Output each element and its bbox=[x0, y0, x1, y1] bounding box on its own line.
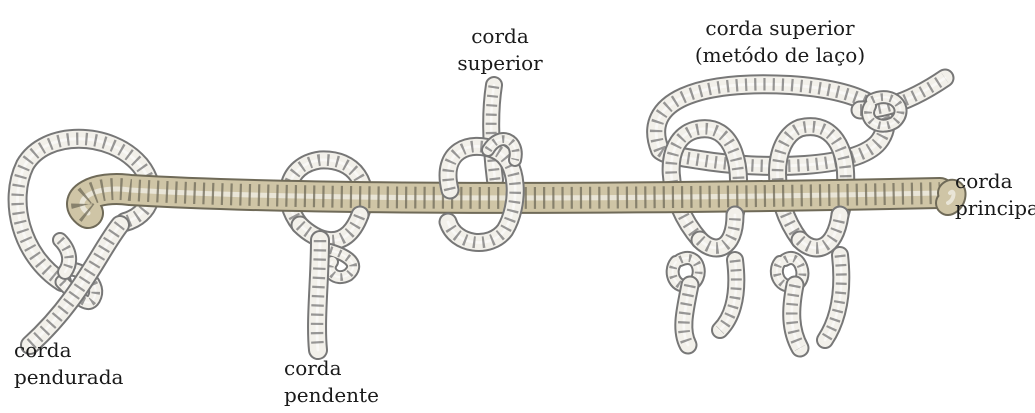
label-upper-rope-loop-method: corda superior (metódo de laço) bbox=[680, 15, 880, 69]
hanging-rope-leg bbox=[30, 225, 120, 345]
label-upper-rope-loop-line1: corda superior bbox=[680, 15, 880, 42]
loop-rope-right-tail bbox=[792, 285, 800, 348]
label-hanging-rope-line2: pendurada bbox=[14, 364, 123, 391]
loop-rope-right-tail-2 bbox=[825, 255, 841, 340]
loop-rope-left-tail-2 bbox=[720, 260, 736, 330]
label-main-rope: corda principal bbox=[955, 168, 1035, 222]
pendant-rope-tail bbox=[317, 240, 320, 350]
label-main-rope-line2: principal bbox=[955, 195, 1035, 222]
label-upper-rope: corda superior bbox=[440, 23, 560, 77]
loop-rope-right-front bbox=[800, 215, 840, 248]
label-main-rope-line1: corda bbox=[955, 168, 1035, 195]
main-rope-end bbox=[948, 192, 954, 203]
label-upper-rope-line2: superior bbox=[440, 50, 560, 77]
label-hanging-rope-line1: corda bbox=[14, 337, 123, 364]
hanging-rope-strand bbox=[60, 240, 69, 272]
loop-rope-left-front bbox=[700, 215, 735, 248]
upper-rope-stem bbox=[491, 85, 495, 180]
label-pendant-rope-line1: corda bbox=[284, 355, 379, 382]
label-upper-rope-loop-line2: (metódo de laço) bbox=[680, 42, 880, 69]
loop-rope-left-tail bbox=[684, 285, 690, 345]
pendant-rope-small-loop bbox=[330, 250, 353, 277]
label-pendant-rope: corda pendente bbox=[284, 355, 379, 409]
label-pendant-rope-line2: pendente bbox=[284, 382, 379, 409]
label-upper-rope-line1: corda bbox=[440, 23, 560, 50]
label-hanging-rope: corda pendurada bbox=[14, 337, 123, 391]
pendant-rope-loop-front bbox=[300, 215, 360, 241]
